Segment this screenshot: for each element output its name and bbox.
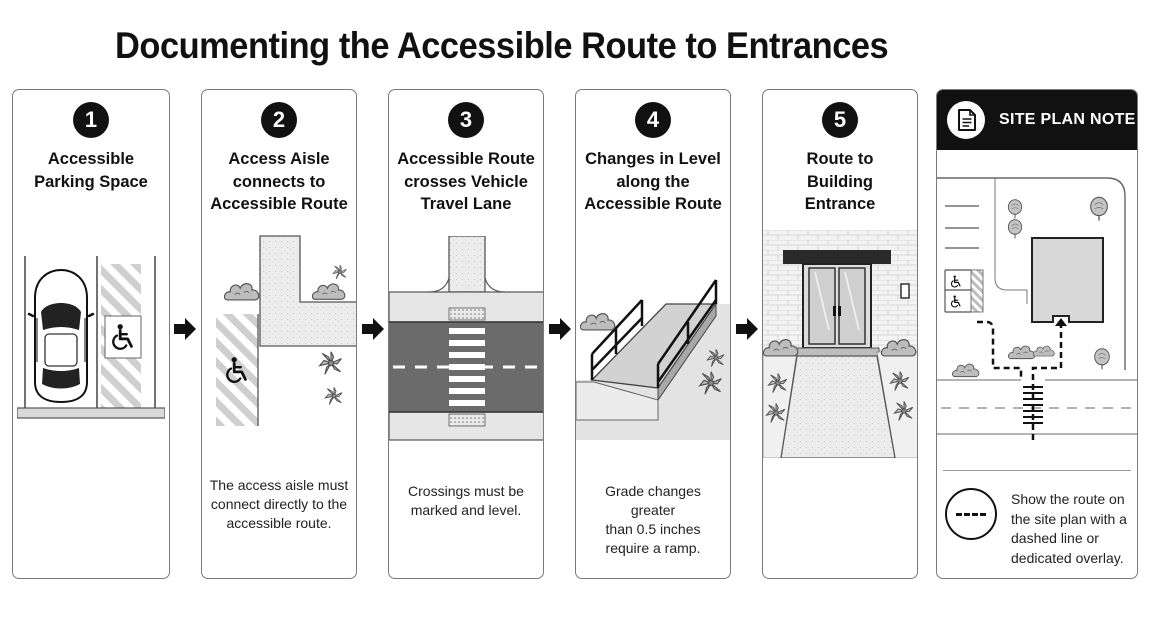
site-plan-note-title: SITE PLAN NOTE xyxy=(999,111,1136,128)
site-plan-diagram xyxy=(937,177,1137,440)
step-5-panel: 5 Route to Building Entrance xyxy=(762,89,918,579)
building-entrance-illustration xyxy=(763,230,917,458)
access-aisle-illustration xyxy=(216,235,356,426)
step-number: 5 xyxy=(822,102,858,138)
step-number: 2 xyxy=(261,102,297,138)
site-plan-note-text: Show the route on the site plan with a d… xyxy=(1011,491,1127,566)
step-heading: Accessible Route crosses Vehicle Travel … xyxy=(397,150,535,213)
arrow-right-icon xyxy=(736,318,758,340)
step-number: 4 xyxy=(635,102,671,138)
step-1-panel: 1 Accessible Parking Space xyxy=(12,89,170,579)
step-caption: Grade changes greater than 0.5 inches re… xyxy=(605,483,701,556)
step-heading: Accessible Parking Space xyxy=(34,150,148,191)
dashed-line-legend-icon xyxy=(945,488,997,540)
document-icon xyxy=(947,101,985,139)
step-number: 1 xyxy=(73,102,109,138)
ramp-illustration xyxy=(576,270,730,440)
step-3-panel: 3 Accessible Route crosses Vehicle Trave… xyxy=(388,89,544,579)
arrow-right-icon xyxy=(362,318,384,340)
note-divider xyxy=(943,470,1131,471)
arrow-right-icon xyxy=(549,318,571,340)
car-icon xyxy=(27,268,95,404)
step-caption: The access aisle must connect directly t… xyxy=(209,477,349,531)
step-caption: Crossings must be marked and level. xyxy=(408,483,524,518)
site-plan-note-panel: SITE PLAN NOTE xyxy=(936,89,1138,579)
step-2-panel: 2 Access Aisle connects to Accessible Ro… xyxy=(201,89,357,579)
vehicle-crossing-illustration xyxy=(389,236,543,441)
arrow-right-icon xyxy=(174,318,196,340)
wheelchair-icon xyxy=(950,294,961,308)
step-heading: Changes in Level along the Accessible Ro… xyxy=(584,150,722,213)
site-plan-note-header: SITE PLAN NOTE xyxy=(937,90,1137,150)
step-number: 3 xyxy=(448,102,484,138)
step-heading: Route to Building Entrance xyxy=(804,150,876,213)
wheelchair-icon xyxy=(950,274,961,288)
step-4-panel: 4 Changes in Level along the Accessible … xyxy=(575,89,731,579)
parking-space-illustration xyxy=(17,256,165,419)
page-title: Documenting the Accessible Route to Entr… xyxy=(115,25,889,66)
step-heading: Access Aisle connects to Accessible Rout… xyxy=(210,150,348,213)
